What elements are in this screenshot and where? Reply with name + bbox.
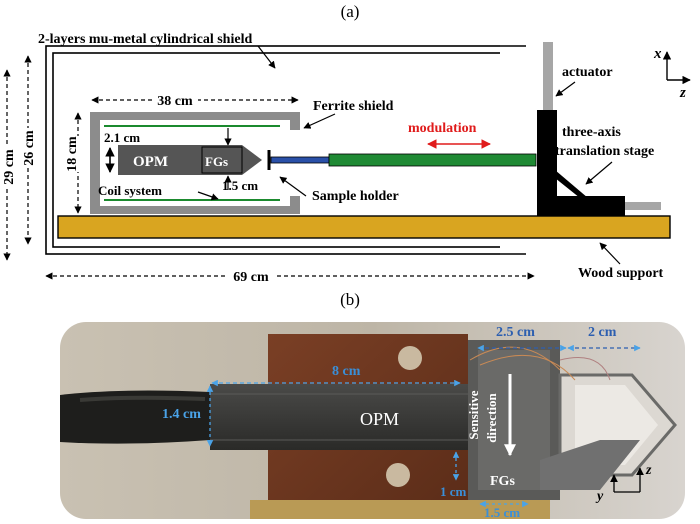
dim-8-label: 8 cm <box>332 364 361 379</box>
actuator <box>543 42 553 112</box>
actuator-label: actuator <box>562 65 613 80</box>
actuator-pointer <box>555 81 576 97</box>
fgs-box <box>201 146 243 174</box>
transfer-rod <box>328 153 537 167</box>
black-cable <box>60 390 210 444</box>
sample-holder-rod <box>270 156 330 164</box>
sensitive-label-1: Sensitive <box>466 390 481 439</box>
sample-holder-pointer <box>279 176 307 197</box>
sample-holder-label: Sample holder <box>312 189 399 204</box>
dim-2-label: 2 cm <box>588 325 617 340</box>
stage-label-2: translation stage <box>555 144 654 159</box>
stage-pointer <box>585 161 613 185</box>
board-hole-top <box>398 346 422 370</box>
stage-vertical <box>537 110 557 216</box>
stage-base <box>537 196 625 216</box>
fgs-photo-label: FGs <box>490 474 515 489</box>
board-hole-bottom <box>386 463 410 487</box>
panel-a-label: (a) <box>341 2 360 21</box>
dim-18-label: 18 cm <box>65 136 80 172</box>
stage-brace <box>555 170 588 198</box>
coil-pointer <box>197 191 219 201</box>
fgs-label: FGs <box>205 154 228 169</box>
axis-x-label: x <box>653 46 662 62</box>
coil-label: Coil system <box>98 183 162 198</box>
opm-label: OPM <box>133 154 168 170</box>
axis-z-b-label: z <box>645 463 652 478</box>
dim-26-label: 26 cm <box>22 130 37 166</box>
gold-base <box>250 500 550 519</box>
axis-y-b-label: y <box>595 489 604 504</box>
modulation-label: modulation <box>408 121 477 136</box>
axis-z-label: z <box>679 85 686 101</box>
panel-b-label: (b) <box>340 290 360 309</box>
ferrite-label: Ferrite shield <box>313 99 394 114</box>
wood-support <box>57 215 671 239</box>
opm-photo-body <box>210 384 468 450</box>
dim-69-label: 69 cm <box>233 270 269 285</box>
shield-pointer <box>257 45 276 69</box>
stage-slide <box>625 202 661 210</box>
ferrite-pointer <box>303 113 336 129</box>
sensitive-label-2: direction <box>484 392 499 442</box>
dim-2-1-label: 2.1 cm <box>104 130 140 145</box>
photo <box>60 322 685 519</box>
dim-38-label: 38 cm <box>157 94 193 109</box>
wood-label: Wood support <box>578 266 664 281</box>
dim-1-label: 1 cm <box>440 484 467 499</box>
dim-29-label: 29 cm <box>2 149 17 185</box>
dim-1-5b-label: 1.5 cm <box>484 505 520 519</box>
wood-pointer <box>599 242 621 265</box>
stage-label-1: three-axis <box>562 125 621 140</box>
opm-body <box>118 145 262 175</box>
opm-photo-label: OPM <box>360 409 399 429</box>
shield-label: 2-layers mu-metal cylindrical shield <box>38 32 252 47</box>
dim-2-5-label: 2.5 cm <box>496 325 535 340</box>
dim-1-4-label: 1.4 cm <box>162 407 201 422</box>
